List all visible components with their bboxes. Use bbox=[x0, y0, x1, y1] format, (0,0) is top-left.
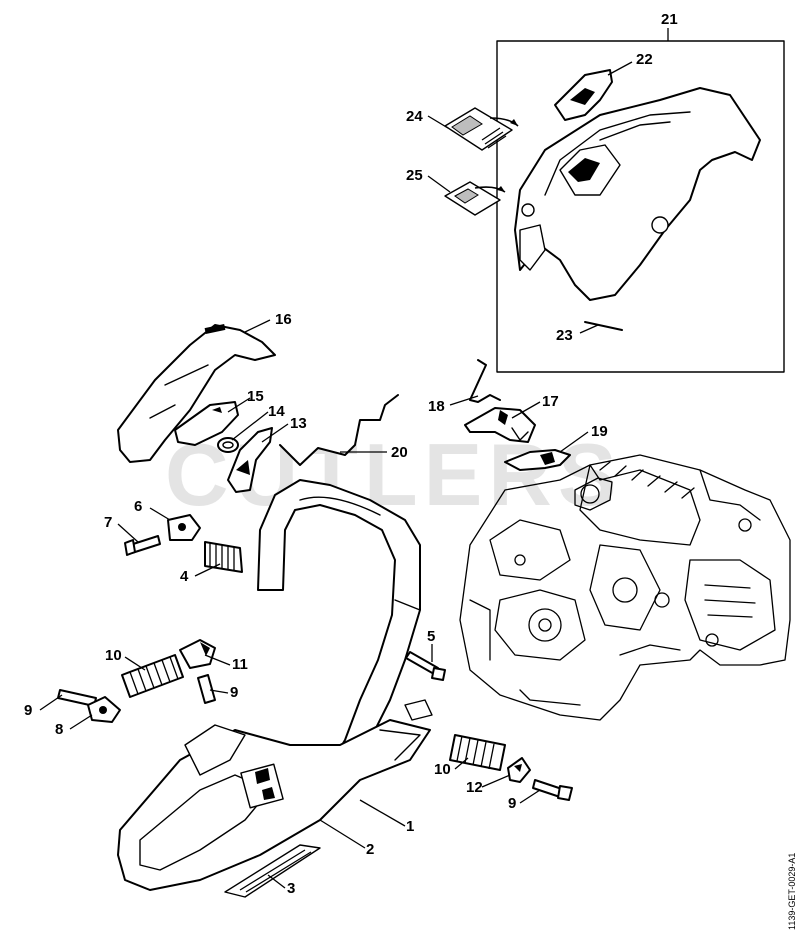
callout-20: 20 bbox=[391, 444, 408, 461]
label-part-25 bbox=[444, 181, 506, 216]
annular-buffer-part-10b bbox=[449, 734, 506, 771]
callout-1: 1 bbox=[406, 818, 414, 835]
buffer-part-8 bbox=[87, 696, 121, 723]
throttle-rod-part-17 bbox=[464, 407, 536, 443]
screw-part-7 bbox=[124, 535, 161, 556]
callout-3: 3 bbox=[287, 880, 295, 897]
callout-5: 5 bbox=[427, 628, 435, 645]
control-rod-part-19 bbox=[469, 359, 501, 403]
rubber-strip-part-3 bbox=[224, 844, 321, 898]
callout-25: 25 bbox=[406, 167, 423, 184]
screw-part-5 bbox=[405, 651, 446, 681]
callout-2: 2 bbox=[366, 841, 374, 858]
sealing-strip-part-23 bbox=[584, 321, 623, 331]
handle-molding-part-2 bbox=[117, 719, 431, 891]
plug-part-11 bbox=[179, 639, 216, 669]
callout-24: 24 bbox=[406, 108, 423, 125]
callout-10b: 10 bbox=[434, 761, 451, 778]
callout-6: 6 bbox=[134, 498, 142, 515]
callout-9c: 9 bbox=[508, 795, 516, 812]
buffer-plug-part-6 bbox=[167, 514, 201, 541]
callout-19: 18 bbox=[428, 398, 445, 415]
leader-lines bbox=[39, 28, 669, 889]
annular-buffer-part-4 bbox=[204, 541, 243, 573]
callout-15: 15 bbox=[247, 388, 264, 405]
callout-13: 13 bbox=[290, 415, 307, 432]
callout-12: 12 bbox=[466, 779, 483, 796]
annular-buffer-part-10a bbox=[121, 654, 184, 698]
torsion-spring-part-14 bbox=[217, 437, 239, 453]
cover-part-22 bbox=[554, 69, 613, 121]
callout-21: 21 bbox=[661, 11, 678, 28]
shroud-part-21 bbox=[514, 87, 761, 301]
buffer-mount bbox=[404, 699, 433, 721]
callout-14: 14 bbox=[268, 403, 285, 420]
throttle-rod-part-20 bbox=[279, 394, 399, 466]
handle-housing-part-16 bbox=[117, 323, 276, 463]
engine-crankcase bbox=[459, 454, 791, 721]
screw-part-9b bbox=[197, 674, 216, 704]
callout-4: 4 bbox=[180, 568, 189, 585]
buffer-part-12 bbox=[507, 757, 531, 783]
callout-10a: 10 bbox=[105, 647, 122, 664]
callout-7: 7 bbox=[104, 514, 112, 531]
interlock-lever-part-15 bbox=[174, 401, 239, 446]
callout-11: 11 bbox=[232, 656, 248, 673]
callout-22: 22 bbox=[636, 51, 653, 68]
callout-labels: 21 22 24 25 23 16 15 14 13 20 18 17 19 6… bbox=[24, 11, 678, 897]
screw-part-9c bbox=[532, 779, 573, 801]
callout-9a: 9 bbox=[24, 702, 32, 719]
callout-23: 23 bbox=[556, 327, 573, 344]
callout-18: 19 bbox=[591, 423, 608, 440]
drawing-code: 1139-GET-0029-A1 bbox=[787, 853, 797, 930]
callout-17: 17 bbox=[542, 393, 559, 410]
callout-8: 8 bbox=[55, 721, 63, 738]
callout-9b: 9 bbox=[230, 684, 238, 701]
callout-16: 16 bbox=[275, 311, 292, 328]
throttle-trigger-part-13 bbox=[227, 427, 273, 493]
choke-lever-part-18 bbox=[504, 449, 571, 471]
label-part-24 bbox=[444, 107, 519, 151]
